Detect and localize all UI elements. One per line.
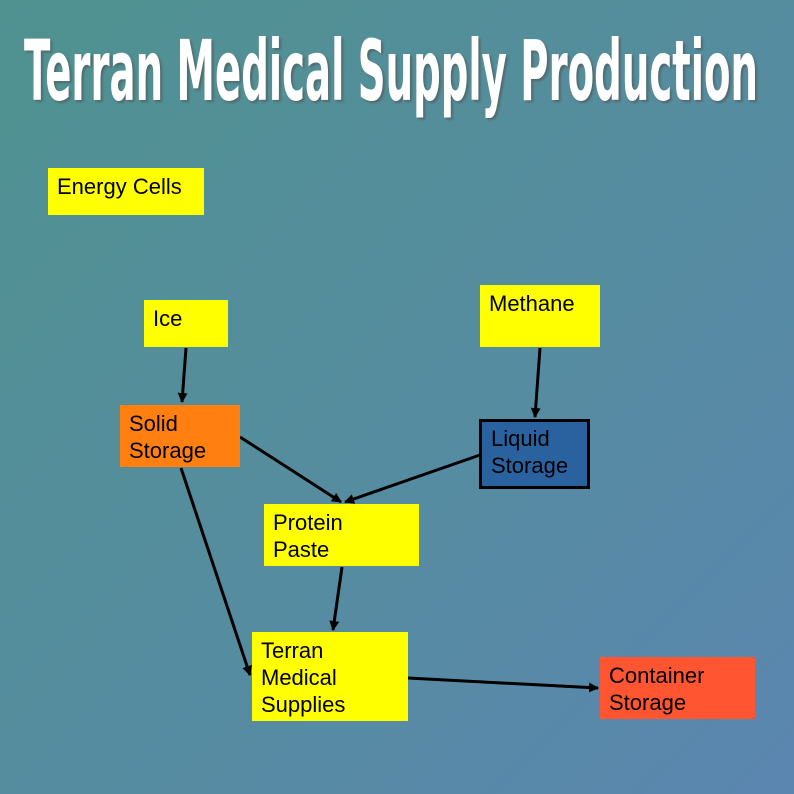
node-label: Ice bbox=[153, 306, 183, 331]
node-label: Solid bbox=[129, 411, 178, 436]
node-solid-storage: Solid Storage bbox=[120, 405, 240, 467]
node-container-storage: Container Storage bbox=[600, 657, 755, 719]
diagram-title: Terran Medical Supply Production bbox=[24, 22, 758, 120]
edge-solid-storage-to-protein-paste bbox=[239, 435, 342, 504]
node-methane: Methane bbox=[480, 285, 600, 347]
node-label: Paste bbox=[273, 537, 330, 562]
node-label: Methane bbox=[489, 291, 575, 316]
edge-solid-storage-to-terran-medical-supplies bbox=[179, 467, 252, 676]
node-liquid-storage: Liquid Storage bbox=[479, 419, 590, 489]
edge-ice-to-solid-storage bbox=[177, 347, 188, 403]
node-label: Storage bbox=[609, 690, 687, 715]
node-label: Liquid bbox=[491, 426, 550, 451]
title-layer: Terran Medical Supply Production bbox=[24, 22, 758, 120]
node-label: Storage bbox=[491, 453, 569, 478]
node-terran-medical-supplies: Terran Medical Supplies bbox=[252, 632, 408, 721]
edge-liquid-storage-to-protein-paste bbox=[344, 453, 481, 504]
node-label: Container bbox=[609, 663, 705, 688]
node-label: Protein bbox=[273, 510, 343, 535]
node-label: Terran bbox=[261, 638, 324, 663]
edge-methane-to-liquid-storage bbox=[530, 347, 542, 418]
node-ice: Ice bbox=[144, 300, 228, 347]
edge-protein-paste-to-terran-medical-supplies bbox=[329, 566, 344, 631]
node-energy-cells: Energy Cells bbox=[48, 168, 204, 215]
node-label: Storage bbox=[129, 438, 207, 463]
node-protein-paste: Protein Paste bbox=[264, 504, 419, 566]
edge-terran-medical-supplies-to-container-storage bbox=[407, 676, 599, 693]
node-label: Energy Cells bbox=[57, 174, 182, 199]
node-label: Supplies bbox=[261, 692, 346, 717]
node-label: Medical bbox=[261, 665, 337, 690]
